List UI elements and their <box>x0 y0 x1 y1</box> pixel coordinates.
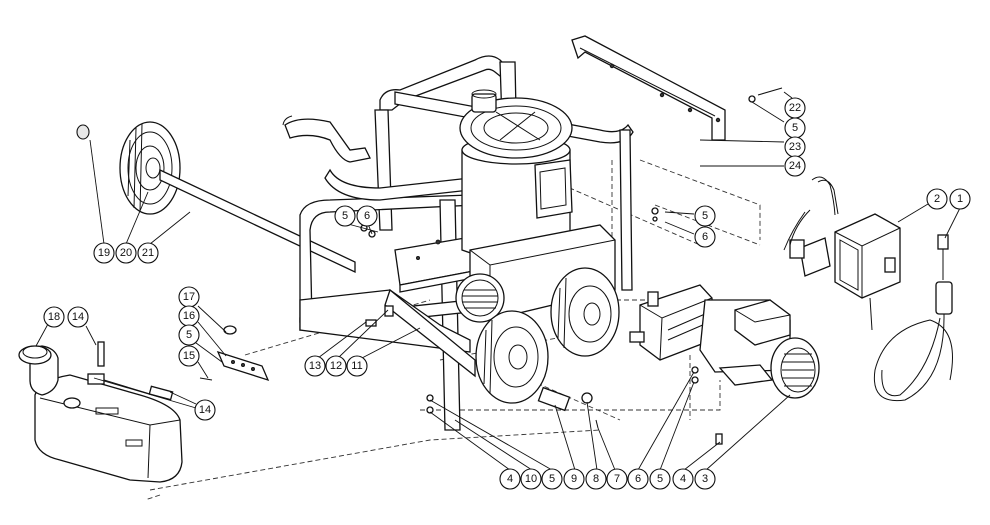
svg-text:10: 10 <box>525 473 537 485</box>
svg-text:5: 5 <box>342 210 348 222</box>
svg-text:3: 3 <box>702 473 708 485</box>
svg-text:20: 20 <box>120 247 132 259</box>
leader-lines <box>35 91 961 471</box>
callout-5: 5 <box>694 205 716 227</box>
small-parts <box>199 207 723 445</box>
svg-text:22: 22 <box>789 102 801 114</box>
callout-15: 15 <box>178 345 200 367</box>
svg-text:14: 14 <box>72 311 84 323</box>
svg-text:5: 5 <box>549 473 555 485</box>
burner-fan <box>455 273 505 323</box>
callout-19: 19 <box>93 242 115 264</box>
front-wheels <box>475 267 620 404</box>
svg-text:12: 12 <box>330 360 342 372</box>
callout-5: 5 <box>178 324 200 346</box>
callout-13: 13 <box>304 355 326 377</box>
callout-7: 7 <box>606 468 628 490</box>
svg-text:2: 2 <box>934 193 940 205</box>
svg-text:18: 18 <box>48 311 60 323</box>
main-frame <box>282 55 634 431</box>
svg-text:9: 9 <box>571 473 577 485</box>
pump-and-motor <box>629 284 820 399</box>
svg-text:19: 19 <box>98 247 110 259</box>
svg-text:23: 23 <box>789 141 801 153</box>
wheel-axle <box>159 168 356 274</box>
power-cord <box>873 234 953 402</box>
svg-text:14: 14 <box>199 404 211 416</box>
callout-16: 16 <box>178 305 200 327</box>
callout-5: 5 <box>334 205 356 227</box>
svg-text:6: 6 <box>702 231 708 243</box>
svg-text:5: 5 <box>702 210 708 222</box>
callout-14: 14 <box>67 306 89 328</box>
callout-5: 5 <box>649 468 671 490</box>
callout-1: 1 <box>949 188 971 210</box>
callout-14: 14 <box>194 399 216 421</box>
callout-8: 8 <box>585 468 607 490</box>
callout-6: 6 <box>694 226 716 248</box>
callout-20: 20 <box>115 242 137 264</box>
wheel-cap <box>76 124 90 140</box>
burner-coil-tank <box>459 89 616 321</box>
svg-text:1: 1 <box>957 193 963 205</box>
svg-text:17: 17 <box>183 291 195 303</box>
svg-text:13: 13 <box>309 360 321 372</box>
callout-21: 21 <box>137 242 159 264</box>
svg-text:6: 6 <box>635 473 641 485</box>
callout-17: 17 <box>178 286 200 308</box>
callout-24: 24 <box>784 155 806 177</box>
callout-10: 10 <box>520 468 542 490</box>
callout-23: 23 <box>784 136 806 158</box>
callout-22: 22 <box>784 97 806 119</box>
wheel-tire <box>119 121 181 215</box>
svg-text:15: 15 <box>183 350 195 362</box>
callout-18: 18 <box>43 306 65 328</box>
callout-3: 3 <box>694 468 716 490</box>
svg-text:6: 6 <box>364 210 370 222</box>
svg-text:11: 11 <box>351 360 362 372</box>
callout-11: 11 <box>346 355 368 377</box>
callout-9: 9 <box>563 468 585 490</box>
callout-6: 6 <box>627 468 649 490</box>
callout-bubbles: 22 5 23 24 5 6 2 1 5 6 19 20 21 17 16 5 … <box>43 97 971 490</box>
callout-4: 4 <box>672 468 694 490</box>
svg-text:4: 4 <box>507 473 513 485</box>
svg-text:4: 4 <box>680 473 686 485</box>
svg-text:24: 24 <box>789 160 801 172</box>
callout-4: 4 <box>499 468 521 490</box>
callout-2: 2 <box>926 188 948 210</box>
svg-text:5: 5 <box>657 473 663 485</box>
svg-text:5: 5 <box>186 329 192 341</box>
callout-6: 6 <box>356 205 378 227</box>
svg-text:16: 16 <box>183 310 195 322</box>
mounting-bracket <box>571 35 783 141</box>
svg-text:8: 8 <box>593 473 599 485</box>
callout-5: 5 <box>541 468 563 490</box>
svg-text:7: 7 <box>614 473 620 485</box>
svg-text:21: 21 <box>142 247 154 259</box>
svg-text:5: 5 <box>792 122 798 134</box>
callout-12: 12 <box>325 355 347 377</box>
callout-5: 5 <box>784 117 806 139</box>
electrical-control-box <box>783 176 901 331</box>
fuel-tank <box>18 341 183 483</box>
